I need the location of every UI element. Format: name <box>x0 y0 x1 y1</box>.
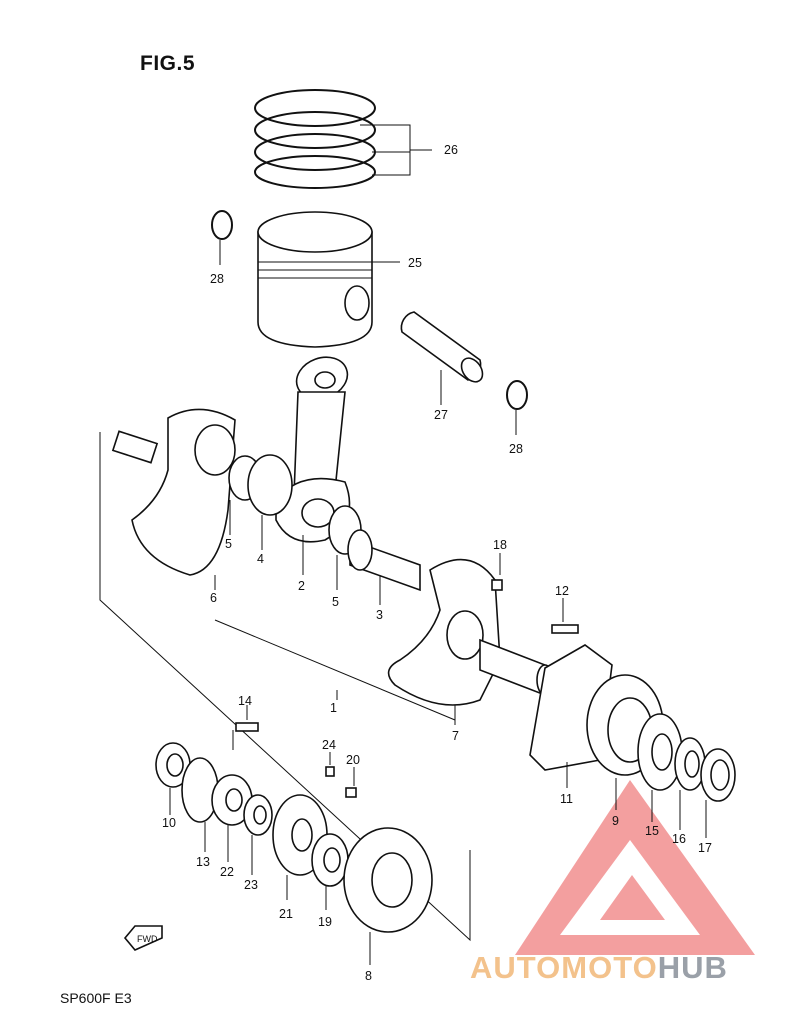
callout-27: 27 <box>434 408 448 422</box>
watermark-text-part1: AUTOMOTO <box>470 950 658 985</box>
crank-pin <box>302 505 421 605</box>
callout-8: 8 <box>365 969 372 983</box>
nut-22 <box>211 774 253 862</box>
piston-rings <box>254 89 432 189</box>
assembly-bracket <box>99 432 471 942</box>
callout-22: 22 <box>220 865 234 879</box>
callout-26: 26 <box>444 143 458 157</box>
key-24 <box>325 752 335 777</box>
callout-1: 1 <box>330 701 337 715</box>
callout-12: 12 <box>555 584 569 598</box>
washer-23 <box>243 794 273 875</box>
model-code: SP600F E3 <box>60 990 132 1006</box>
spacer-19 <box>311 833 349 910</box>
callout-28-upper: 28 <box>210 272 224 286</box>
washer-16 <box>674 737 706 830</box>
callout-19: 19 <box>318 915 332 929</box>
nut-17 <box>700 748 736 838</box>
callout-21: 21 <box>279 907 293 921</box>
callout-17: 17 <box>698 841 712 855</box>
callout-15: 15 <box>645 824 659 838</box>
piston <box>257 211 400 348</box>
callout-2: 2 <box>298 579 305 593</box>
callout-23: 23 <box>244 878 258 892</box>
callout-7: 7 <box>452 729 459 743</box>
crankshaft-left <box>111 408 293 590</box>
key-20 <box>345 767 357 798</box>
bolt-12 <box>551 598 579 634</box>
callout-16: 16 <box>672 832 686 846</box>
callout-28-lower: 28 <box>509 442 523 456</box>
callout-24: 24 <box>322 738 336 752</box>
circlip-left <box>211 210 233 265</box>
watermark-logo <box>515 780 755 955</box>
circlip-right <box>506 380 528 435</box>
callout-13: 13 <box>196 855 210 869</box>
watermark-text-part2: HUB <box>657 950 728 985</box>
figure-title: FIG.5 <box>140 52 196 75</box>
callout-20: 20 <box>346 753 360 767</box>
bearing-8 <box>343 827 433 965</box>
callout-5-right: 5 <box>332 595 339 609</box>
piston-pin <box>400 311 484 405</box>
fwd-label: FWD <box>137 934 158 944</box>
callout-10: 10 <box>162 816 176 830</box>
fwd-arrow-icon: FWD <box>123 925 163 951</box>
screw-14 <box>232 705 259 750</box>
callout-11: 11 <box>560 792 573 806</box>
callout-6: 6 <box>210 591 217 605</box>
callout-9: 9 <box>612 814 619 828</box>
crankshaft-right <box>387 553 554 725</box>
callout-25: 25 <box>408 256 422 270</box>
callout-labels: 26 25 28 27 28 5 4 2 5 3 6 18 12 1 7 11 … <box>162 143 712 983</box>
callout-5-left: 5 <box>225 537 232 551</box>
callout-18: 18 <box>493 538 507 552</box>
callout-4: 4 <box>257 552 264 566</box>
watermark-text: AUTOMOTOHUB <box>470 950 728 986</box>
callout-14: 14 <box>238 694 252 708</box>
callout-3: 3 <box>376 608 383 622</box>
